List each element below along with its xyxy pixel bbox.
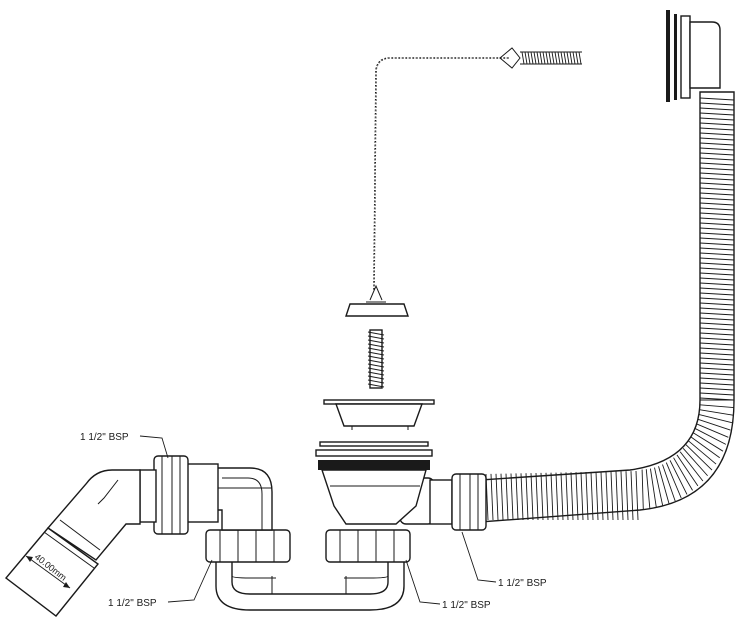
elbow-bend — [213, 467, 273, 531]
label-top-left-nut-text: 1 1/2" BSP — [80, 432, 129, 443]
angled-outlet-pipe — [46, 469, 141, 561]
label-overflow-nut-text: 1 1/2" BSP — [498, 578, 547, 589]
label-bottom-middle-nut-text: 1 1/2" BSP — [442, 600, 491, 611]
label-bottom-left-nut: 1 1/2" BSP — [108, 559, 213, 609]
plug-spring — [367, 329, 385, 389]
left-compression-nut — [139, 455, 219, 535]
u-bend-trap — [215, 559, 405, 611]
trap-nut-right — [325, 529, 411, 563]
strainer-grate — [323, 399, 435, 430]
label-bottom-middle-nut: 1 1/2" BSP — [405, 559, 491, 611]
overflow-faceplate — [666, 10, 721, 102]
trap-nut-left — [205, 529, 291, 563]
label-bottom-left-nut-text: 1 1/2" BSP — [108, 598, 157, 609]
flexible-overflow-hose — [479, 91, 735, 523]
bath-plug — [345, 284, 409, 317]
waste-body — [315, 441, 433, 525]
label-overflow-nut: 1 1/2" BSP — [461, 531, 547, 589]
label-top-left-nut: 1 1/2" BSP — [80, 432, 169, 459]
outlet-tail — [4, 527, 100, 617]
plug-chain — [373, 47, 582, 291]
